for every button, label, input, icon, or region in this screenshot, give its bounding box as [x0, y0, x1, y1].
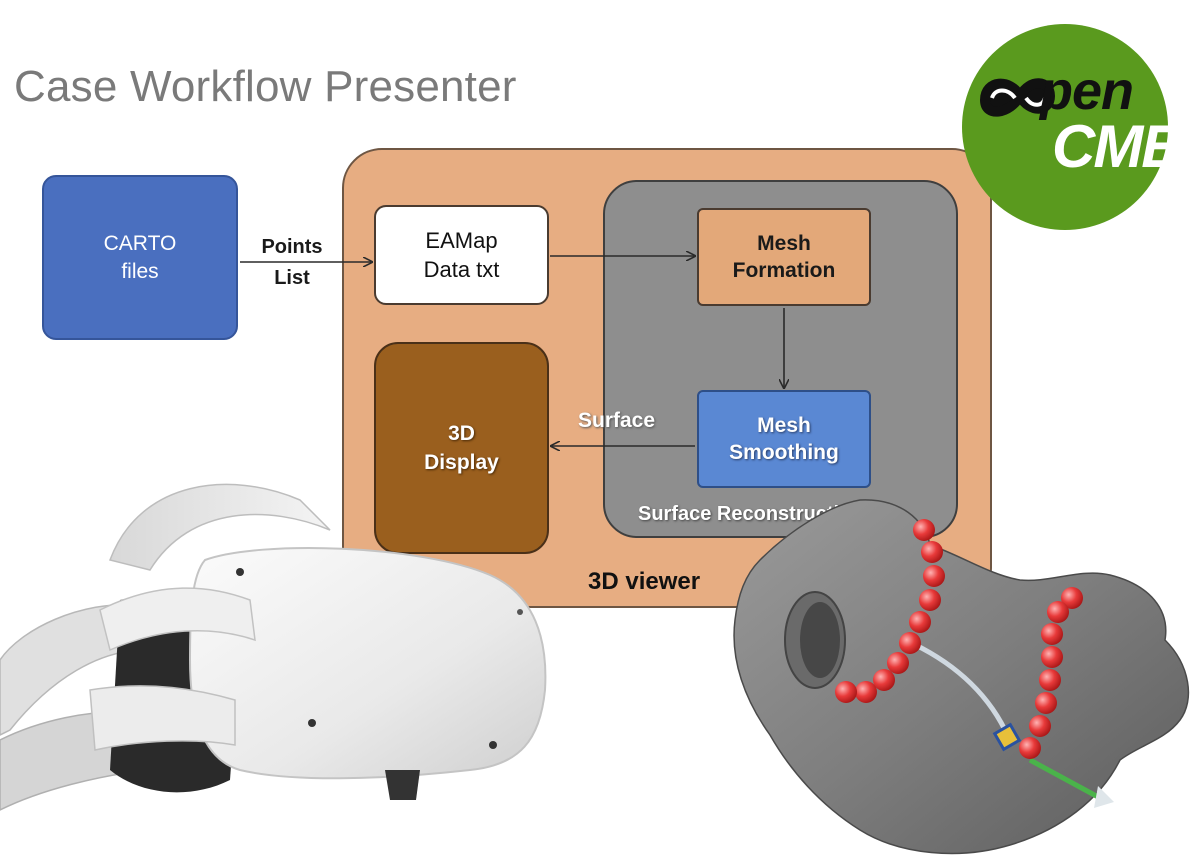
points-list-label: Points List: [252, 232, 332, 294]
3d-display-line1: 3D: [448, 422, 475, 445]
page-title: Case Workflow Presenter: [14, 62, 517, 111]
surface-label: Surface: [578, 409, 656, 432]
points-list-line1: Points: [261, 236, 323, 258]
carto-files-box: CARTO files: [42, 175, 238, 340]
carto-files-line2: files: [121, 259, 159, 283]
carto-files-line1: CARTO: [103, 231, 177, 255]
opencme-logo: [962, 24, 1168, 230]
points-list-line2: List: [274, 267, 310, 289]
eamap-line2: Data txt: [423, 257, 500, 282]
mesh-smoothing-box: Mesh Smoothing: [697, 390, 871, 488]
logo-text-cme: CME: [1052, 113, 1181, 180]
mesh-formation-box: Mesh Formation: [697, 208, 871, 306]
logo-text-open: pen: [1040, 61, 1134, 121]
eamap-line1: EAMap: [425, 228, 498, 253]
3d-display-line2: Display: [424, 451, 499, 474]
mesh-smoothing-line1: Mesh: [757, 414, 811, 437]
mesh-smoothing-line2: Smoothing: [729, 441, 839, 464]
3d-viewer-label: 3D viewer: [588, 568, 701, 595]
mesh-formation-line2: Formation: [732, 259, 836, 282]
3d-display-box: 3D Display: [374, 342, 549, 554]
surface-reconstruction-label: Surface Reconstruction: [638, 503, 864, 525]
mesh-formation-line1: Mesh: [757, 232, 811, 255]
eamap-data-box: EAMap Data txt: [374, 205, 549, 305]
